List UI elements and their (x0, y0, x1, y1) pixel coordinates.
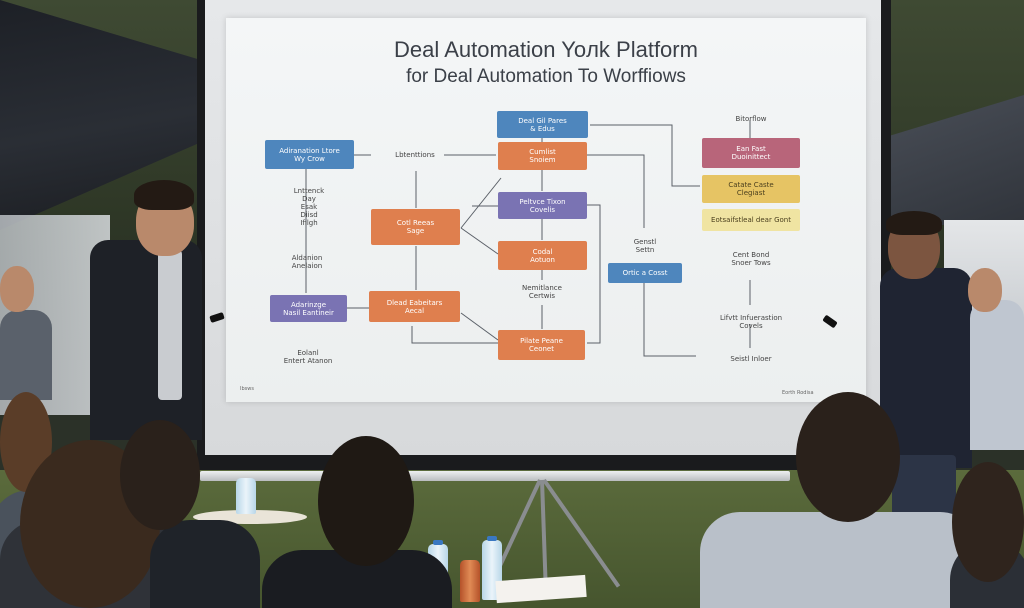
attendee-head (968, 268, 1002, 312)
label-nemitlance: Nemitlance Certwis (522, 284, 562, 300)
label-right-mid: Cent Bond Snoer Tows (731, 251, 771, 267)
audience-body (150, 520, 260, 608)
presenter-left-body (90, 240, 202, 440)
flow-box-right-pink: Ean Fast Duoinittect (702, 138, 800, 168)
flow-box-left-purple: Adarinzge Nasil Eantineir (270, 295, 347, 322)
slide-footer-left: Ibsws (240, 386, 254, 392)
flow-box-bottom-orange: Pilate Peane Ceonet (498, 330, 585, 360)
flow-box-right-blue: Ortic a Cosst (608, 263, 682, 283)
slide-footer-right: Eorth Rodisa (782, 390, 814, 396)
bottle-cap (487, 536, 497, 541)
attendee-head (0, 266, 34, 312)
water-bottle (236, 478, 256, 514)
flow-box-right-yellow: Catate Caste Clegiast (702, 175, 800, 203)
flow-box-center-orange-2: Codal Aotuon (498, 241, 587, 270)
presenter-left-hair (134, 180, 194, 210)
label-right-bottom: Seistl Inloer (730, 355, 772, 363)
presenter-right-hair (886, 211, 942, 235)
connector-line (460, 177, 502, 229)
audience-head (796, 392, 900, 522)
audience-head (120, 420, 200, 530)
label-right-lower: Lifvtt Infuerastion Covels (719, 314, 783, 330)
drink-can (460, 560, 480, 602)
label-bitorflow: Bitorflow (735, 115, 767, 123)
flow-box-lower-orange: Dlead Eabeitars Aecal (369, 291, 460, 322)
connector-line (460, 312, 499, 341)
audience-head (318, 436, 414, 566)
bottle-cap (433, 540, 443, 545)
label-aldanion: Aldanion Anelaion (291, 254, 323, 270)
flow-box-right-yellow-light: Eotsaifstleal dear Gont (702, 209, 800, 231)
connector-line (587, 204, 601, 344)
connector-line (411, 326, 498, 344)
screen-bottom-bar (200, 471, 790, 481)
slide-projection: Deal Automation Yoлk Platform for Deal A… (226, 18, 866, 402)
audience-head (952, 462, 1024, 582)
connector-line (460, 227, 499, 255)
connector-line (590, 124, 700, 187)
attendee-body (970, 300, 1024, 450)
presenter-left-shirt (158, 250, 182, 400)
audience-body (700, 512, 980, 608)
label-bottom-left: Eolanl Entert Atanon (283, 349, 333, 365)
slide-title: Deal Automation Yoлk Platform (394, 37, 698, 62)
label-lbtenttions: Lbtenttions (395, 151, 435, 159)
flow-box-top-center: Deal Gil Pares & Edus (497, 111, 588, 138)
connector-line (587, 154, 645, 228)
flow-box-left-blue: Adiranation Ltore Wy Crow (265, 140, 354, 169)
label-left-list: Lnttenck Day Esak Diisd Ifilgh (293, 187, 325, 227)
slide-subtitle: for Deal Automation To Worffiows (406, 66, 686, 87)
flow-connectors (305, 120, 751, 357)
flow-box-center-purple: Peltvce Tixon Covelis (498, 192, 587, 219)
flow-box-center-orange-1: Cumlist Snoiem (498, 142, 587, 170)
connector-line (643, 283, 696, 357)
attendee-body (0, 310, 52, 400)
flow-box-left-orange: Cotl Reeas Sage (371, 209, 460, 245)
label-center-right: Genstl Settn (633, 238, 657, 254)
